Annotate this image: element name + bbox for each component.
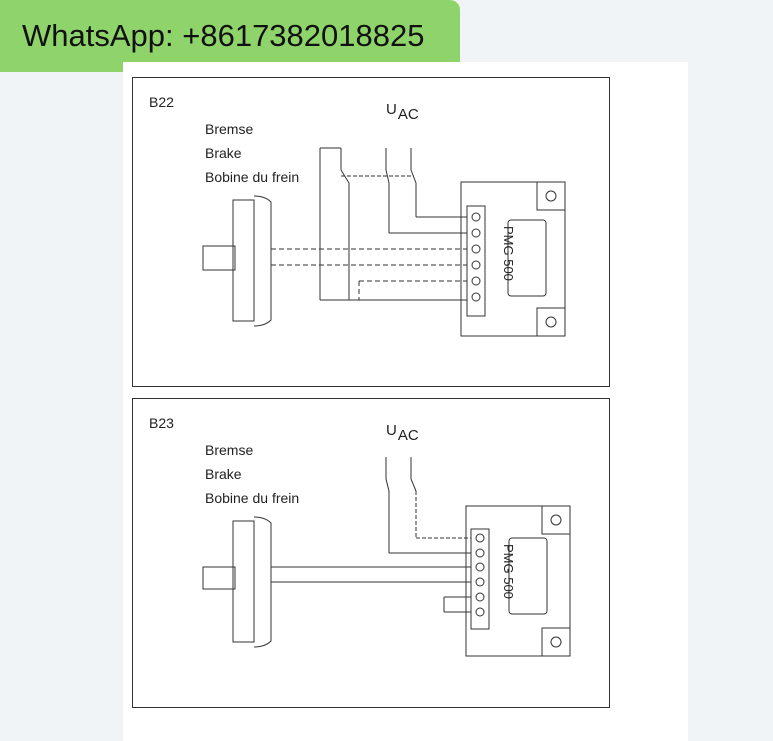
wiring-diagram-b22 xyxy=(202,147,566,337)
document-page: B22 Bremse Brake Bobine du frein UAC PMG… xyxy=(123,62,688,741)
legend-en: Brake xyxy=(205,145,242,161)
pmg-module xyxy=(465,505,571,657)
legend: Bremse Brake Bobine du frein xyxy=(205,438,299,510)
whatsapp-text: WhatsApp: +8617382018825 xyxy=(22,18,425,53)
legend-fr: Bobine du frein xyxy=(205,490,300,506)
figure-b22: B22 Bremse Brake Bobine du frein UAC PMG… xyxy=(132,77,610,387)
module-label: PMG 500 xyxy=(501,226,516,281)
figure-code: B23 xyxy=(149,415,174,431)
module-label: PMG 500 xyxy=(501,544,516,599)
legend: Bremse Brake Bobine du frein xyxy=(205,117,299,189)
motor-shaft xyxy=(202,566,236,590)
terminal-block xyxy=(475,533,485,617)
supply-label: UAC xyxy=(386,422,419,444)
legend-de: Bremse xyxy=(205,121,254,137)
legend-en: Brake xyxy=(205,466,242,482)
motor-shaft xyxy=(202,245,236,271)
pmg-module xyxy=(460,181,566,337)
supply-label: UAC xyxy=(386,101,419,123)
brake-coil xyxy=(232,520,255,643)
figure-code: B22 xyxy=(149,94,174,110)
legend-de: Bremse xyxy=(205,442,254,458)
terminal-block xyxy=(471,212,481,302)
wiring-diagram-b23 xyxy=(202,457,571,657)
whatsapp-banner: WhatsApp: +8617382018825 xyxy=(0,0,460,72)
figure-b23: B23 Bremse Brake Bobine du frein UAC PMG… xyxy=(132,398,610,708)
brake-coil xyxy=(232,199,255,322)
legend-fr: Bobine du frein xyxy=(205,169,300,185)
